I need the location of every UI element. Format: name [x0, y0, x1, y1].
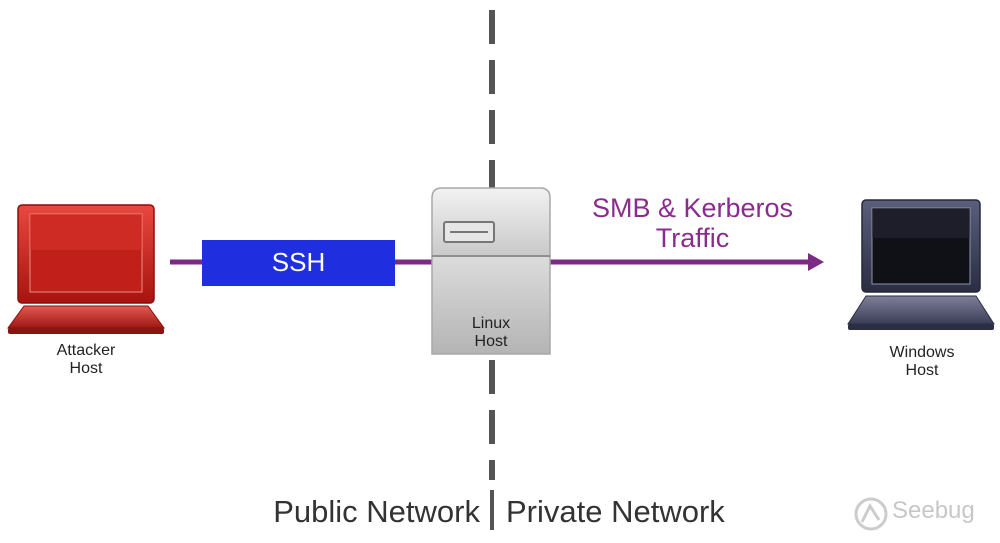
traffic-label: SMB & Kerberos Traffic: [591, 193, 794, 253]
ssh-tunnel: [202, 240, 395, 286]
attacker-host-label: Attacker Host: [56, 342, 116, 378]
public-network-label: Public Network: [273, 494, 480, 529]
watermark-text: Seebug: [892, 497, 975, 524]
linux-host-label: Linux Host: [471, 315, 511, 351]
private-network-label: Private Network: [506, 494, 725, 529]
smb-kerberos-arrowhead: [808, 253, 824, 271]
attacker-laptop-icon: [7, 204, 165, 334]
windows-laptop-icon: [847, 199, 995, 330]
windows-host-label: Windows Host: [889, 344, 955, 380]
ssh-label: SSH: [271, 247, 326, 277]
linux-server-icon: [431, 187, 551, 355]
seebug-logo-icon: [854, 497, 888, 531]
watermark: Seebug: [852, 497, 975, 525]
